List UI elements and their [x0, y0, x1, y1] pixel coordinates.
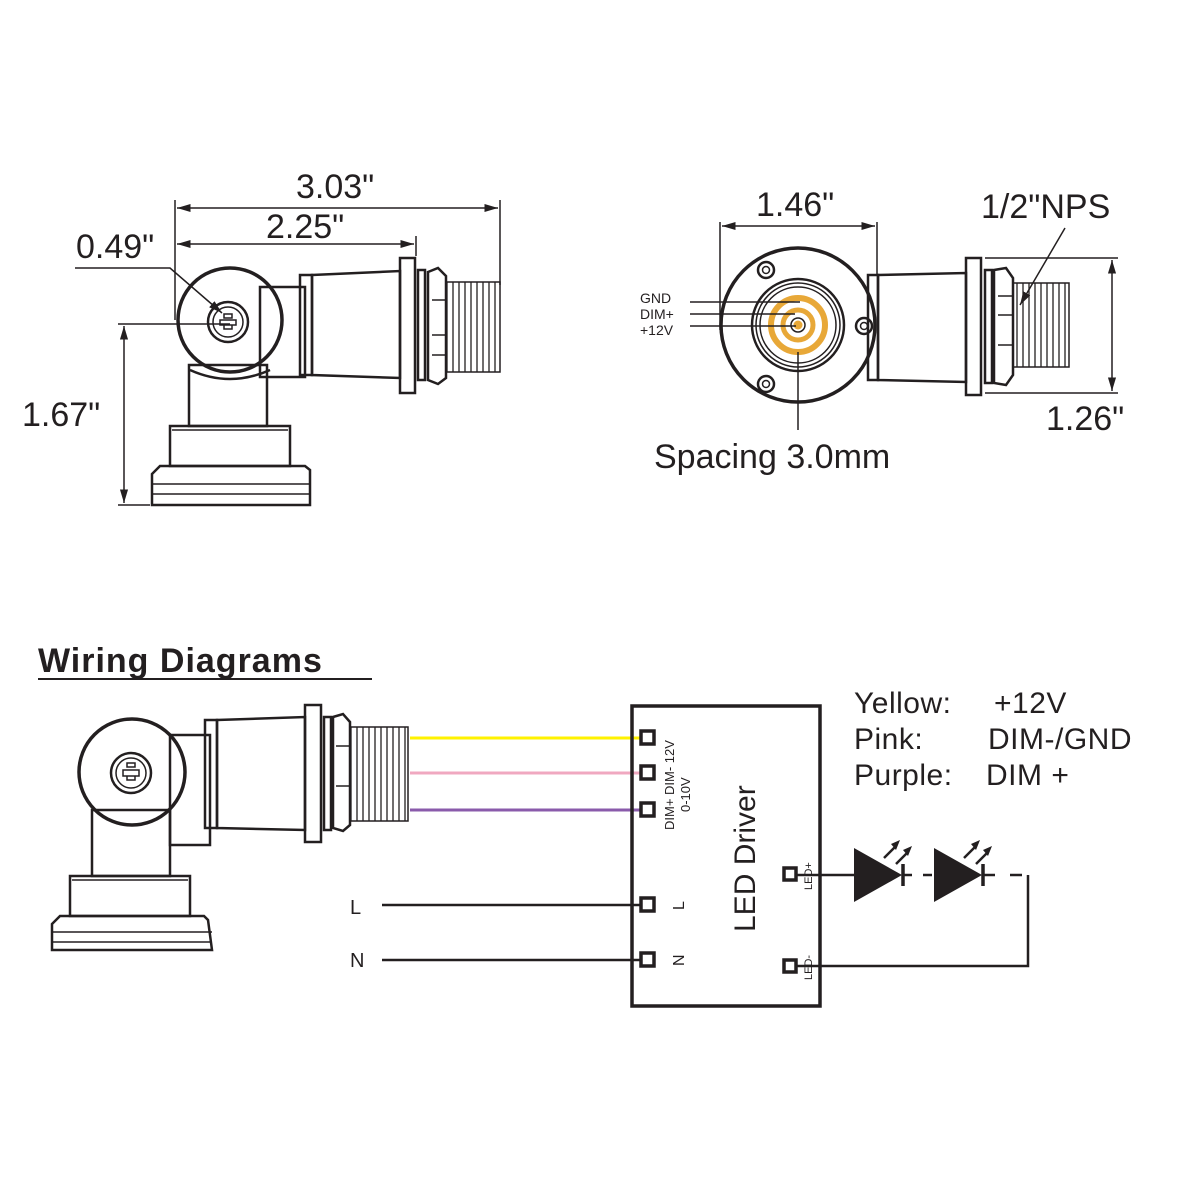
leader-head-diameter: [75, 267, 223, 314]
wiring-fixture-head: [77, 717, 187, 827]
legend-name-purple: Purple:: [854, 759, 953, 792]
terminal-label-led-minus: LED-: [803, 955, 815, 980]
front-view-dimensions: 1.46" 1/2"NPS 1.26" GND DIM+ +12V Spacin…: [640, 186, 1124, 476]
mounting-hole-icon: [756, 374, 776, 394]
dimension-thread-height: 1.26": [1046, 400, 1124, 438]
thread-spec-label: 1/2"NPS: [981, 188, 1110, 226]
contact-label-dim-plus: DIM+: [640, 306, 674, 322]
terminal-led-minus: [782, 958, 798, 974]
side-view-base: [150, 464, 312, 507]
legend-value-yellow: +12V: [994, 687, 1067, 720]
dimension-height: 1.67": [22, 396, 100, 434]
wiring-title: Wiring Diagrams: [38, 642, 323, 680]
side-view-nut: [426, 266, 448, 386]
terminal-label-l: L: [671, 901, 688, 910]
side-view-drawing: [150, 256, 501, 507]
side-view-neck: [168, 424, 292, 468]
wiring-fixture-drawing: [50, 703, 409, 952]
legend-value-pink: DIM-/GND: [988, 723, 1132, 756]
led-diode-icon: [854, 848, 902, 902]
side-view-dimensions: 3.03" 2.25" 0.49" 1.67": [22, 168, 501, 506]
mounting-hole-icon: [756, 260, 776, 280]
legend-value-purple: DIM +: [986, 759, 1069, 792]
terminal-sub-label: 0-10V: [678, 777, 693, 812]
dimension-overall-length: 3.03": [296, 168, 374, 206]
front-view-nut: [992, 266, 1015, 387]
spacing-label: Spacing 3.0mm: [654, 438, 890, 476]
legend-name-pink: Pink:: [854, 723, 923, 756]
led-driver-box: [630, 704, 822, 1008]
screw-icon: [219, 313, 237, 330]
front-view-drawing: [690, 246, 1070, 430]
contact-label-12v: +12V: [640, 322, 674, 338]
terminal-dim-minus: [639, 764, 656, 781]
terminal-l: [639, 896, 656, 913]
legend-name-yellow: Yellow:: [854, 687, 951, 720]
wire-color-legend: Yellow: +12V Pink: DIM-/GND Purple: DIM …: [854, 687, 1132, 792]
contact-ring-dim: [780, 307, 816, 343]
leader-thread-spec: [1019, 227, 1066, 306]
terminal-12v: [639, 729, 656, 746]
dimension-face-diameter: 1.46": [756, 186, 834, 224]
side-view-thread: [445, 281, 501, 373]
mains-label-n: N: [350, 950, 364, 972]
terminal-n: [639, 951, 656, 968]
contact-pin-12v: [793, 320, 803, 330]
front-view-body: [876, 271, 968, 384]
terminal-label-n: N: [671, 954, 688, 966]
screw-icon: [122, 762, 140, 781]
side-view-body: [310, 269, 402, 380]
terminal-top-labels: DIM+ DIM- 12V: [662, 740, 677, 830]
side-view-head: [176, 266, 284, 374]
front-view-thread: [1012, 282, 1070, 368]
contact-label-gnd: GND: [640, 290, 671, 306]
led-diode-icon: [934, 848, 982, 902]
mains-label-l: L: [350, 897, 361, 919]
dimension-body-length: 2.25": [266, 208, 344, 246]
led-string: [796, 840, 1030, 968]
led-driver-label: LED Driver: [729, 785, 762, 932]
terminal-dim-plus: [639, 801, 656, 818]
mounting-hole-icon: [854, 316, 874, 336]
terminal-led-plus: [782, 866, 798, 882]
dimension-head-diameter: 0.49": [76, 228, 154, 266]
